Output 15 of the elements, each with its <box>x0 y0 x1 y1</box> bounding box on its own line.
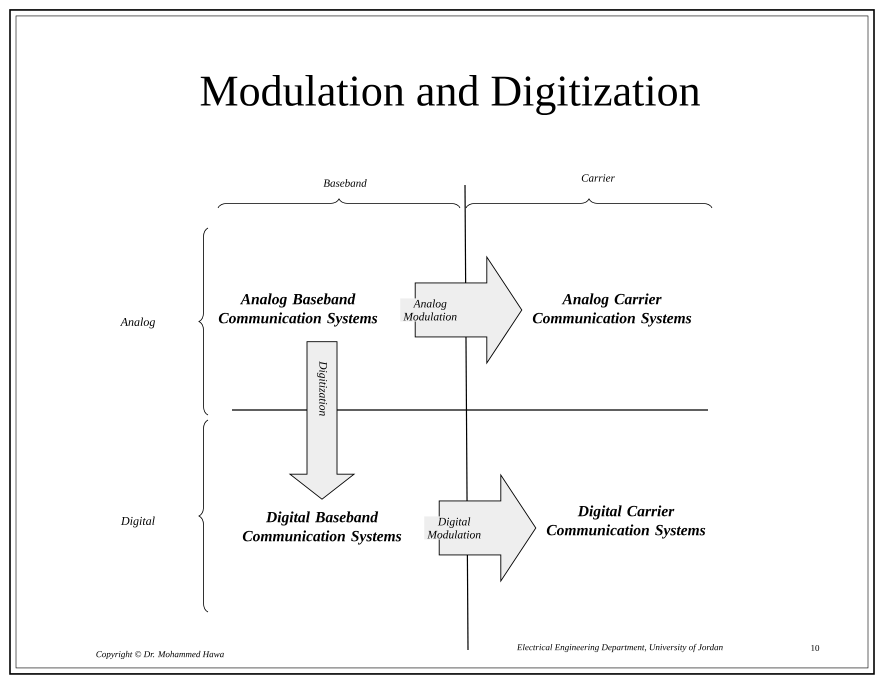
system-label: Analog Baseband Communication Systems <box>218 293 378 327</box>
system-label: Digital Carrier Communication Systems <box>546 505 706 539</box>
system-label: Digital Baseband Communication Systems <box>242 511 402 545</box>
system-label: Analog Carrier Communication Systems <box>532 293 692 327</box>
slide-title: Modulation and Digitization <box>200 74 700 115</box>
column-heading: Baseband <box>323 179 367 187</box>
department-note: Electrical Engineering Department, University of Jordan <box>516 644 723 652</box>
edge-label: Digital Modulation <box>424 516 484 540</box>
row-heading: Analog <box>120 318 155 328</box>
edge-label: Analog Modulation <box>400 298 460 322</box>
edge-label: Digitization <box>316 358 328 419</box>
copyright-note: Copyright © Dr. Mohammed Hawa <box>96 650 224 660</box>
row-heading: Digital <box>120 516 155 528</box>
page-number: 10 <box>811 644 820 652</box>
column-heading: Carrier <box>582 174 615 182</box>
